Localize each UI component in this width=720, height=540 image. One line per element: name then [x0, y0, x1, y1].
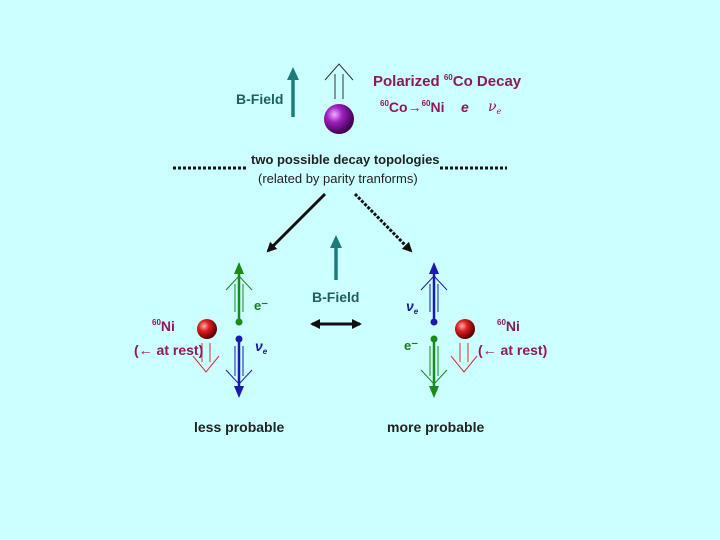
topologies-line1: two possible decay topologies — [251, 152, 440, 167]
right-nickel-spin-down-icon — [450, 343, 478, 373]
right-electron-hollow-arrow-icon — [420, 346, 448, 385]
title-suffix: Co Decay — [452, 73, 522, 90]
left-ni-element: Ni — [160, 318, 175, 334]
reaction-nu-symbol: ν — [488, 99, 497, 115]
right-nickel-nucleus — [455, 319, 475, 339]
left-neutrino-label: νe — [255, 339, 267, 356]
right-neutrino-label: νe — [406, 299, 418, 316]
right-neutrino-hollow-arrow-icon — [420, 275, 448, 312]
left-electron-vertex — [235, 318, 243, 326]
left-nickel-label: 60Ni — [152, 318, 175, 334]
title-prefix: Polarized — [373, 73, 444, 90]
left-neutrino-vertex — [235, 335, 243, 343]
left-nickel-spin-down-icon — [192, 343, 220, 373]
bfield-label-top: B-Field — [236, 91, 284, 107]
right-neutrino-arrowhead — [429, 262, 439, 274]
right-ni-iso: 60 — [497, 318, 506, 327]
reaction-arrow: → — [407, 99, 422, 115]
right-rest-label: (← at rest) — [478, 342, 548, 358]
reaction-nu-sub: e — [496, 107, 502, 116]
branch-arrow-right — [353, 192, 413, 253]
right-ni-element: Ni — [505, 318, 520, 334]
reaction-iso1: 60 — [380, 99, 389, 108]
left-electron-hollow-arrow-icon — [225, 275, 253, 312]
left-electron-label: e⁻ — [254, 298, 269, 313]
right-electron-vertex — [430, 335, 438, 343]
diagram-title: Polarized 60Co Decay — [373, 73, 522, 90]
reaction-equation: 60Co→60Ni — [380, 99, 445, 115]
right-nu-symbol: ν — [406, 298, 414, 314]
reaction-element1: Co — [388, 99, 408, 115]
bfield-arrowhead-top — [287, 67, 299, 80]
right-caption: more probable — [387, 419, 485, 435]
branch-arrow-left — [266, 192, 327, 253]
right-nu-sub: e — [413, 307, 419, 316]
left-nu-symbol: ν — [255, 338, 263, 354]
title-isotope: 60 — [443, 73, 453, 82]
right-nickel-label: 60Ni — [497, 318, 520, 334]
reaction-electron: e — [461, 99, 469, 115]
topologies-line2: (related by parity tranforms) — [258, 171, 418, 186]
right-electron-label: e⁻ — [404, 338, 419, 353]
left-nickel-nucleus — [197, 319, 217, 339]
left-rest-label: (← at rest) — [134, 342, 204, 358]
right-neutrino-vertex — [430, 318, 438, 326]
left-electron-arrowhead — [234, 262, 244, 274]
reaction-neutrino: νe — [488, 100, 501, 116]
bfield-label-mid: B-Field — [312, 289, 360, 305]
bfield-arrowhead-mid — [330, 235, 342, 248]
right-electron-arrowhead — [429, 386, 439, 398]
cobalt-nucleus — [324, 104, 354, 134]
left-caption: less probable — [194, 419, 285, 435]
reaction-iso2: 60 — [421, 99, 431, 108]
spin-arrow-up-icon — [324, 63, 354, 99]
left-nu-sub: e — [262, 347, 268, 356]
left-neutrino-hollow-arrow-icon — [225, 346, 253, 385]
reaction-element2: Ni — [430, 99, 445, 115]
left-neutrino-arrowhead — [234, 386, 244, 398]
left-ni-iso: 60 — [152, 318, 161, 327]
